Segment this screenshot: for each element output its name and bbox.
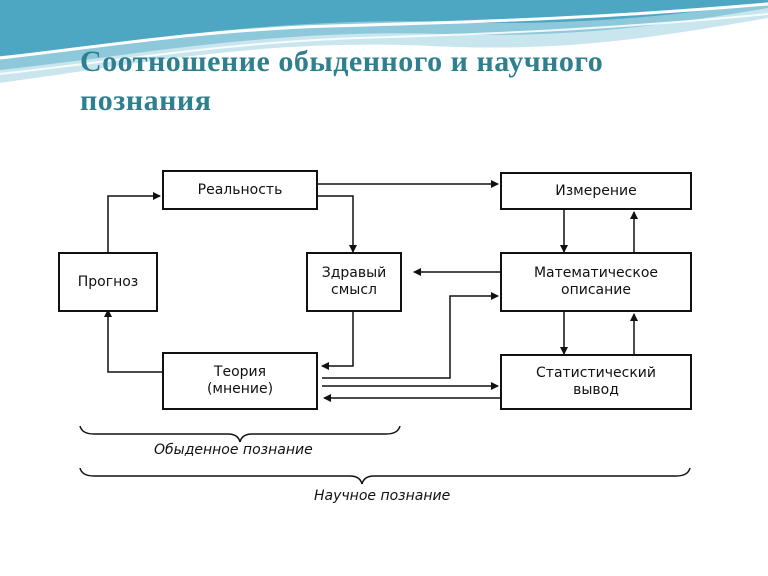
box-forecast: Прогноз [58, 252, 158, 312]
title-line-2: познания [80, 84, 212, 117]
arrow-reality-to-common-sense [318, 195, 357, 253]
arrow-common-sense-to-theory [321, 312, 354, 370]
box-common-sense: Здравый смысл [306, 252, 402, 312]
bracket-scientific [79, 467, 691, 485]
bracket-everyday [79, 425, 401, 443]
arrow-forecast-to-reality [107, 192, 161, 252]
arrow-theory-to-math [322, 292, 499, 379]
page-title: Соотношение обыденного и научного познан… [80, 42, 720, 120]
flow-diagram: Реальность Прогноз Здравый смысл Теория … [38, 152, 722, 512]
box-reality: Реальность [162, 170, 318, 210]
box-theory: Теория (мнение) [162, 352, 318, 410]
box-statistical-inference: Статистический вывод [500, 354, 692, 410]
caption-everyday-knowledge: Обыденное познание [154, 442, 313, 458]
caption-scientific-knowledge: Научное познание [314, 488, 451, 504]
box-measurement: Измерение [500, 172, 692, 210]
diagram-connectors [79, 180, 691, 485]
arrow-theory-to-forecast [104, 309, 166, 373]
title-line-1: Соотношение обыденного и научного [80, 45, 604, 78]
header-wave-decoration [0, 0, 768, 83]
box-math-description: Математическое описание [500, 252, 692, 312]
